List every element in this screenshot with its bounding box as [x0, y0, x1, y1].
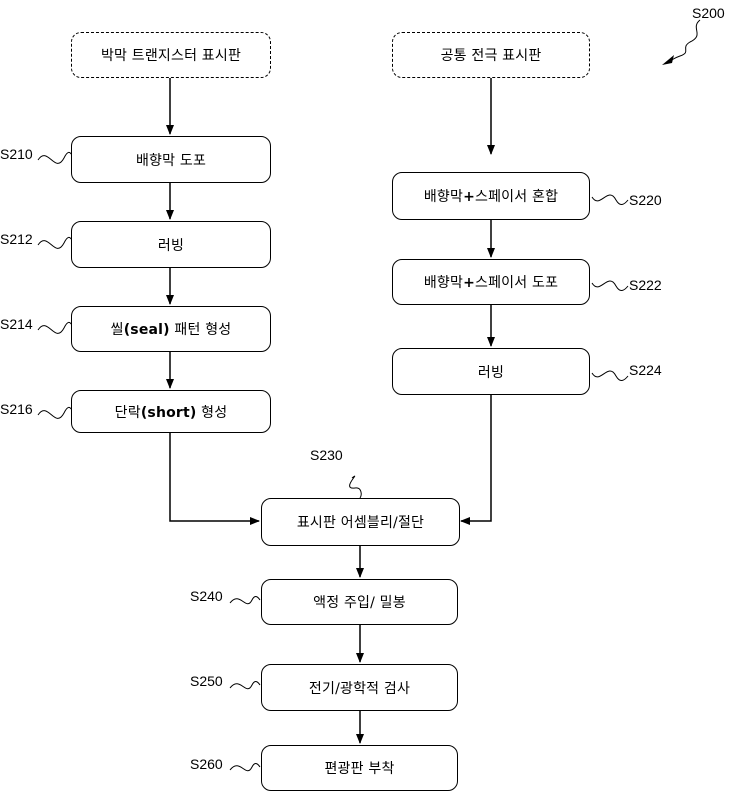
arrow-s224-to-s230 [461, 395, 491, 521]
tft-panel-node: 박막 트랜지스터 표시판 [71, 32, 271, 78]
s216-post: 형성 [197, 405, 228, 421]
leader-s250 [230, 682, 260, 689]
label-s260: S260 [190, 756, 223, 772]
label-s220: S220 [629, 192, 662, 208]
s224-node: 러빙 [392, 348, 590, 395]
label-s224: S224 [629, 362, 662, 378]
leader-s222 [592, 281, 628, 291]
s216-bold: (short) [141, 405, 197, 421]
s220-post: 스페이서 혼합 [475, 189, 558, 205]
label-s214: S214 [0, 316, 33, 332]
leader-s212 [38, 237, 72, 248]
leader-s260 [230, 764, 260, 771]
leader-s216 [38, 407, 72, 418]
s220-bold: + [463, 189, 475, 205]
common-panel-node: 공통 전극 표시판 [392, 32, 590, 78]
figure-label: S200 [692, 5, 725, 21]
s222-text: 배향막+스페이서 도포 [424, 272, 558, 292]
s210-node: 배향막 도포 [71, 136, 271, 183]
label-s210: S210 [0, 146, 33, 162]
leader-s220 [592, 195, 628, 205]
s222-post: 스페이서 도포 [475, 275, 558, 291]
s260-text: 편광판 부착 [324, 758, 394, 778]
s212-node: 러빙 [71, 221, 271, 268]
s220-node: 배향막+스페이서 혼합 [392, 172, 590, 220]
s214-node: 씰(seal) 패턴 형성 [71, 306, 271, 352]
s250-text: 전기/광학적 검사 [309, 678, 410, 698]
s222-node: 배향막+스페이서 도포 [392, 259, 590, 305]
s220-pre: 배향막 [424, 189, 463, 205]
label-s240: S240 [190, 588, 223, 604]
s200-arrowhead [662, 55, 674, 65]
s214-bold: (seal) [124, 322, 170, 338]
leader-s200 [668, 20, 700, 62]
label-s230: S230 [310, 447, 343, 463]
s224-text: 러빙 [478, 362, 504, 382]
s216-text: 단락(short) 형성 [115, 402, 228, 422]
s216-node: 단락(short) 형성 [71, 390, 271, 433]
s260-node: 편광판 부착 [261, 745, 458, 791]
leader-s210 [38, 152, 72, 163]
s214-post: 패턴 형성 [170, 322, 232, 338]
s222-pre: 배향막 [424, 275, 463, 291]
s230-node: 표시판 어셈블리/절단 [261, 498, 460, 546]
label-s250: S250 [190, 673, 223, 689]
leader-s224 [592, 371, 628, 381]
s214-pre: 씰 [111, 322, 124, 338]
label-s216: S216 [0, 401, 33, 417]
s212-text: 러빙 [158, 235, 184, 255]
s230-text: 표시판 어셈블리/절단 [297, 512, 424, 532]
leader-s230 [350, 476, 362, 498]
s216-pre: 단락 [115, 405, 141, 421]
s214-text: 씰(seal) 패턴 형성 [111, 319, 232, 339]
s250-node: 전기/광학적 검사 [261, 664, 458, 711]
s240-node: 액정 주입/ 밀봉 [261, 579, 458, 625]
label-s212: S212 [0, 231, 33, 247]
leader-s214 [38, 322, 72, 333]
arrow-s216-to-s230 [170, 433, 259, 521]
leader-s240 [230, 597, 260, 604]
label-s222: S222 [629, 277, 662, 293]
tft-panel-text: 박막 트랜지스터 표시판 [101, 45, 241, 65]
s240-text: 액정 주입/ 밀봉 [313, 592, 406, 612]
s220-text: 배향막+스페이서 혼합 [424, 186, 558, 206]
s210-text: 배향막 도포 [136, 150, 206, 170]
common-panel-text: 공통 전극 표시판 [441, 45, 542, 65]
s222-bold: + [463, 275, 475, 291]
